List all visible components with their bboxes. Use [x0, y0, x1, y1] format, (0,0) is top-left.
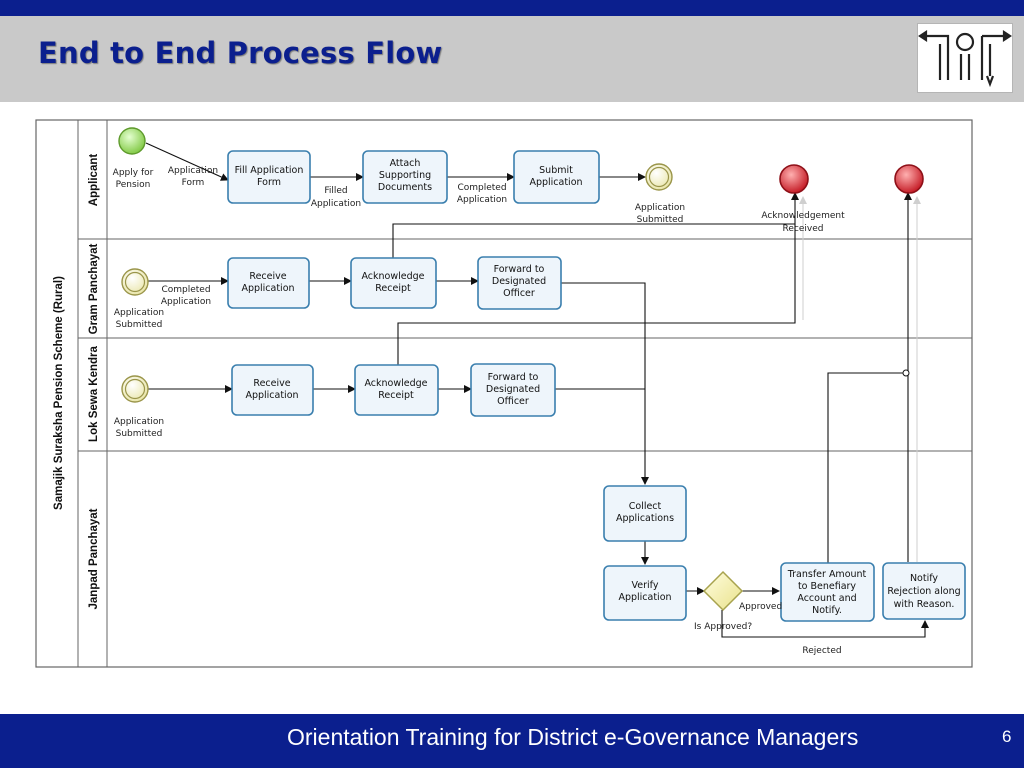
lane-labels: Applicant Gram Panchayat Lok Sewa Kendra…	[88, 154, 100, 610]
gateway-is-approved	[702, 570, 744, 612]
process-flow-diagram: Samajik Suraksha Pension Scheme (Rural) …	[35, 119, 973, 668]
pool-label: Samajik Suraksha Pension Scheme (Rural)	[53, 276, 65, 510]
lane-label-lok-sewa-kendra: Lok Sewa Kendra	[88, 345, 100, 441]
start-event-applicant	[118, 127, 146, 155]
footer-text: Orientation Training for District e-Gove…	[287, 724, 859, 750]
flow-label-rejected: Rejected	[802, 646, 841, 656]
top-bar	[0, 0, 1024, 16]
end-event-final	[894, 164, 924, 194]
lane-label-janpad-panchayat: Janpad Panchayat	[88, 508, 100, 609]
start-event-lok-sewa-kendra	[121, 375, 149, 403]
intermediate-event-application-submitted	[645, 163, 673, 191]
start-event-gram-panchayat	[121, 268, 149, 296]
lane-label-gram-panchayat: Gram Panchayat	[88, 243, 100, 334]
lane-label-applicant: Applicant	[88, 154, 100, 207]
sequence-flows	[145, 142, 929, 638]
header-band	[0, 16, 1024, 102]
page-number: 6	[1002, 727, 1012, 746]
end-event-acknowledgement	[779, 164, 809, 194]
slide-title: End to End Process Flow	[38, 36, 443, 70]
gateway-label: Is Approved?	[694, 622, 752, 632]
footer-band	[0, 714, 1024, 768]
organization-logo	[917, 23, 1013, 93]
flow-label-approved: Approved	[739, 602, 782, 612]
